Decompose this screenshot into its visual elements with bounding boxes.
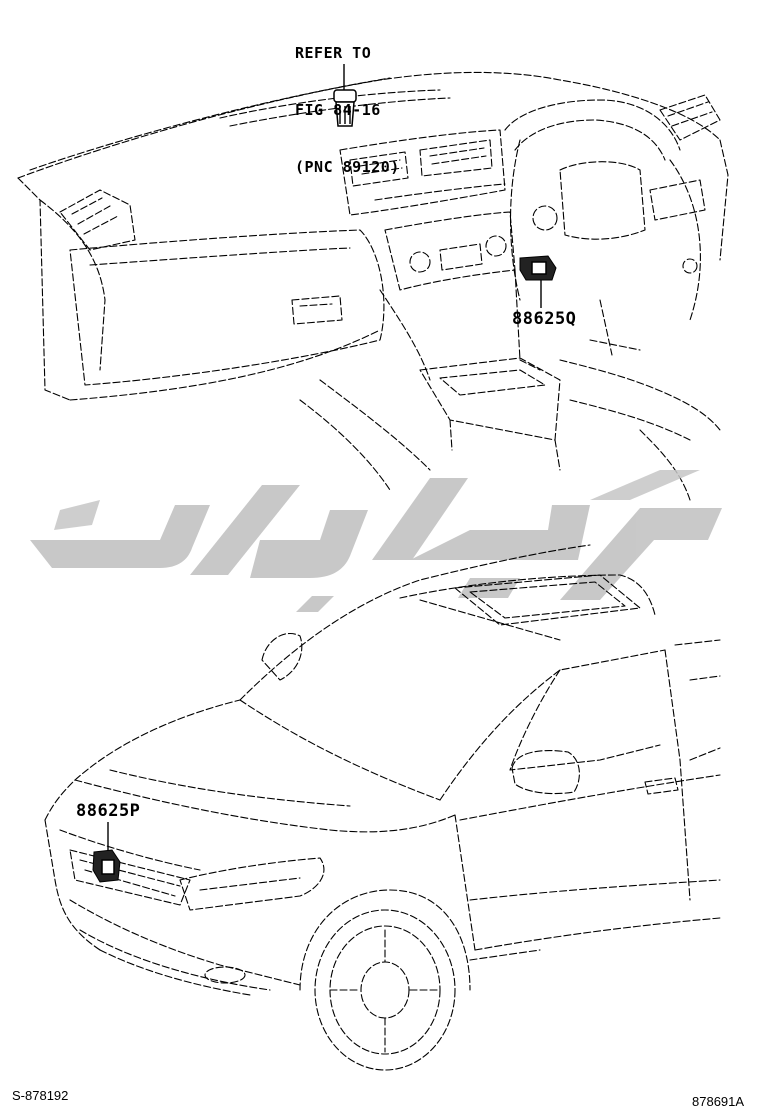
- reference-callout: REFER TO FIG 84-16 (PNC 89120): [295, 6, 400, 215]
- callout-line-1: REFER TO: [295, 44, 372, 62]
- referenced-part-89120: [333, 89, 357, 127]
- part-label-88625p: 88625P: [76, 801, 141, 821]
- part-88625q-sensor: [519, 255, 557, 281]
- callout-line-3: (PNC 89120): [295, 158, 400, 176]
- car-drawing: [44, 544, 721, 1071]
- watermark-logo: [30, 470, 722, 612]
- part-88625p-sensor: [92, 849, 121, 883]
- footer-code-right: 878691A: [692, 1094, 745, 1109]
- part-label-88625q: 88625Q: [512, 309, 577, 329]
- dashboard-drawing: [17, 64, 729, 501]
- footer-code-left: S-878192: [12, 1088, 69, 1103]
- callout-line-2: FIG 84-16: [295, 101, 381, 119]
